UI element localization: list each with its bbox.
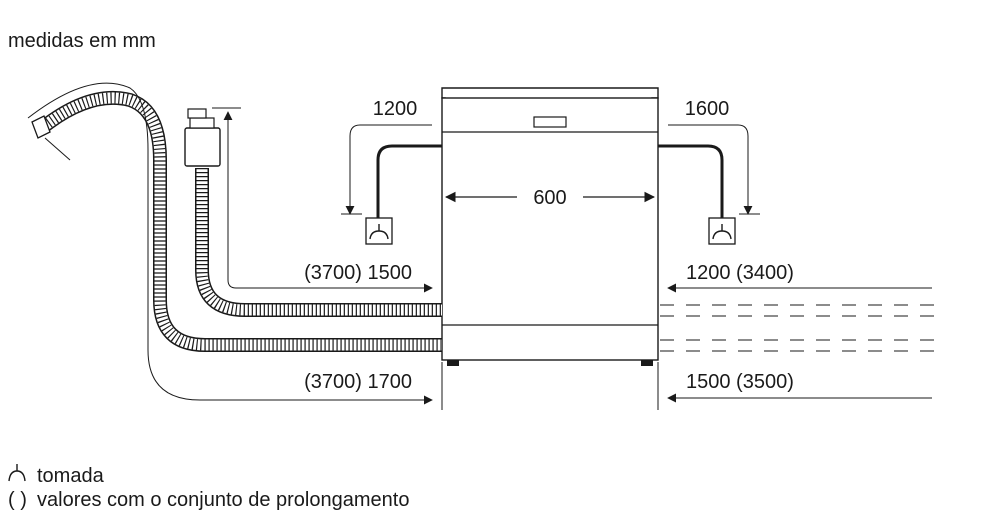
drain-hose-end [31,115,51,139]
right-upper-hose-label: 1200 (3400) [686,262,794,284]
right-hose-extension-lines [660,304,935,352]
left-upper-hose-label: (3700) 1500 [304,262,412,284]
foot-right [641,360,653,366]
legend-socket-label: tomada [37,465,105,487]
left-lower-hose-label: (3700) 1700 [304,371,412,393]
dishwasher-body [441,87,659,366]
foot-left [447,360,459,366]
legend-extension-label: valores com o conjunto de prolongamento [37,489,409,511]
aquastop-valve-icon [184,108,221,167]
left-top-height-label: 1200 [373,98,418,120]
power-cable-right [658,144,724,226]
socket-icon [712,224,732,240]
power-cable-left [376,144,442,226]
socket-icon [8,464,26,482]
inlet-hose [195,168,442,317]
legend: tomada ( ) valores com o conjunto de pro… [8,464,409,511]
inlet-hose-length-arrow [223,111,433,293]
drain-hose [31,90,442,352]
right-top-height-arrow [668,124,753,215]
width-label: 600 [533,187,566,209]
water-tap-icon [187,108,207,119]
right-lower-hose-label: 1500 (3500) [686,371,794,393]
legend-extension-symbol: ( ) [8,489,27,511]
drain-hose-length-arrow [27,82,433,405]
right-top-height-label: 1600 [685,98,730,120]
left-top-height-arrow [345,124,432,215]
units-note: medidas em mm [8,30,156,52]
control-display [533,116,567,128]
